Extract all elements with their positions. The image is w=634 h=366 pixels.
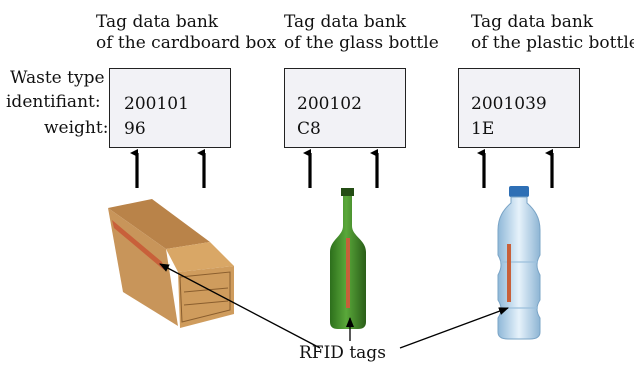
weight-value: C8 xyxy=(297,119,321,139)
bank-title-line2: of the cardboard box xyxy=(96,33,277,53)
rfid-tag-cardboard xyxy=(112,220,164,270)
waste-type-value: 200101 xyxy=(124,94,189,114)
bank-title-plastic: Tag data bank of the plastic bottle xyxy=(471,12,634,54)
bank-title-line1: Tag data bank xyxy=(284,12,407,32)
rfid-tags-label: RFID tags xyxy=(299,343,386,363)
bank-title-line2: of the plastic bottle xyxy=(471,33,634,53)
cardboard-box-icon xyxy=(108,199,234,328)
data-bank-glass: 200102 C8 xyxy=(284,68,406,148)
bank-title-line1: Tag data bank xyxy=(471,12,594,32)
glass-bottle-icon xyxy=(330,188,366,329)
bank-title-line1: Tag data bank xyxy=(96,12,219,32)
weight-value: 96 xyxy=(124,119,146,139)
upward-arrows xyxy=(130,149,554,188)
rfid-tag-glass xyxy=(346,238,350,308)
pointer-plastic xyxy=(399,307,509,349)
data-bank-plastic: 2001039 1E xyxy=(458,68,580,148)
weight-label: weight: xyxy=(44,118,109,138)
pointer-cardboard xyxy=(159,263,321,349)
weight-value: 1E xyxy=(471,119,495,139)
plastic-bottle-icon xyxy=(497,186,541,340)
waste-type-value: 2001039 xyxy=(471,94,547,114)
waste-type-label-line1: Waste type xyxy=(10,68,105,88)
waste-type-value: 200102 xyxy=(297,94,362,114)
data-bank-cardboard: 200101 96 xyxy=(109,68,231,148)
waste-type-label-line2: identifiant: xyxy=(6,92,101,112)
bank-title-line2: of the glass bottle xyxy=(284,33,439,53)
rfid-tag-plastic xyxy=(507,244,511,302)
rfid-pointers xyxy=(159,263,509,349)
bank-title-glass: Tag data bank of the glass bottle xyxy=(284,12,439,54)
bank-title-cardboard: Tag data bank of the cardboard box xyxy=(96,12,276,54)
